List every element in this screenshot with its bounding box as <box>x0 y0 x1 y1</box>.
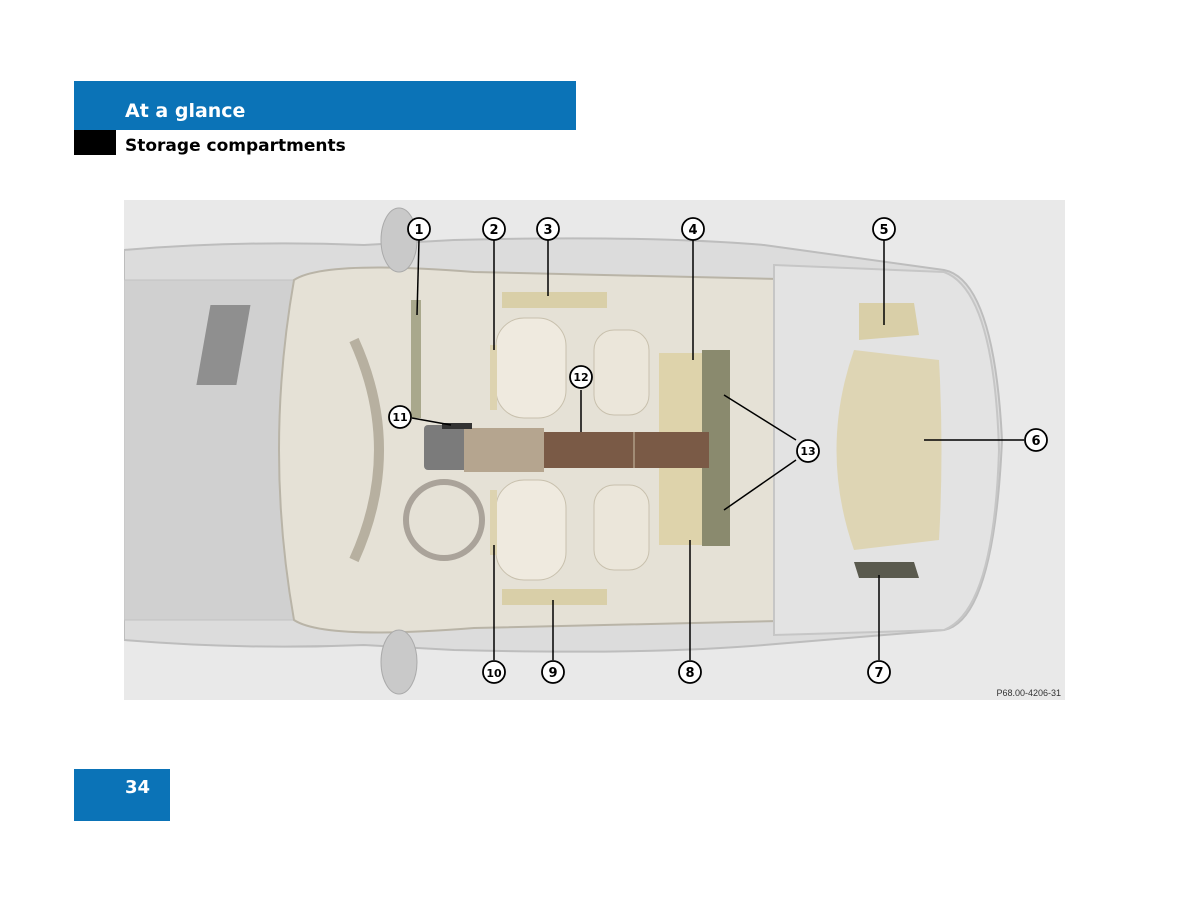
callout-9: 9 <box>548 666 557 681</box>
compartment-3 <box>502 292 607 308</box>
callout-1: 1 <box>414 223 423 238</box>
callout-5: 5 <box>879 223 888 238</box>
car-illustration: 1 2 3 4 5 6 7 8 9 10 11 12 13 <box>124 207 1048 695</box>
leader-lines <box>411 239 1024 660</box>
compartment-6 <box>836 350 942 550</box>
compartment-2 <box>490 345 497 410</box>
callout-11: 11 <box>392 411 407 424</box>
callout-circles <box>388 217 1048 684</box>
compartment-10 <box>490 490 497 555</box>
compartment-9 <box>502 589 607 605</box>
section-title: Storage compartments <box>125 136 346 156</box>
chapter-title: At a glance <box>125 100 246 122</box>
chapter-header: At a glance <box>74 81 576 130</box>
callout-2: 2 <box>489 223 498 238</box>
compartment-11 <box>442 423 472 429</box>
compartment-7 <box>854 562 919 578</box>
callout-8: 8 <box>685 666 694 681</box>
callout-13: 13 <box>800 445 815 458</box>
page-number: 34 <box>125 777 151 798</box>
callout-4: 4 <box>688 223 697 238</box>
figure-code: P68.00-4206-31 <box>996 688 1061 698</box>
callout-3: 3 <box>543 223 552 238</box>
callout-7: 7 <box>874 666 883 681</box>
car-storage-diagram: 1 2 3 4 5 6 7 8 9 10 11 12 13 P68.00-420… <box>124 200 1065 700</box>
page-number-box: 34 <box>74 769 170 821</box>
compartment-5 <box>859 303 919 340</box>
compartment-1 <box>411 300 421 418</box>
callout-10: 10 <box>486 667 502 680</box>
compartment-12 <box>544 432 709 468</box>
section-marker <box>74 130 116 155</box>
callout-6: 6 <box>1031 434 1040 449</box>
storage-compartments <box>411 292 942 605</box>
callout-12: 12 <box>573 371 588 384</box>
